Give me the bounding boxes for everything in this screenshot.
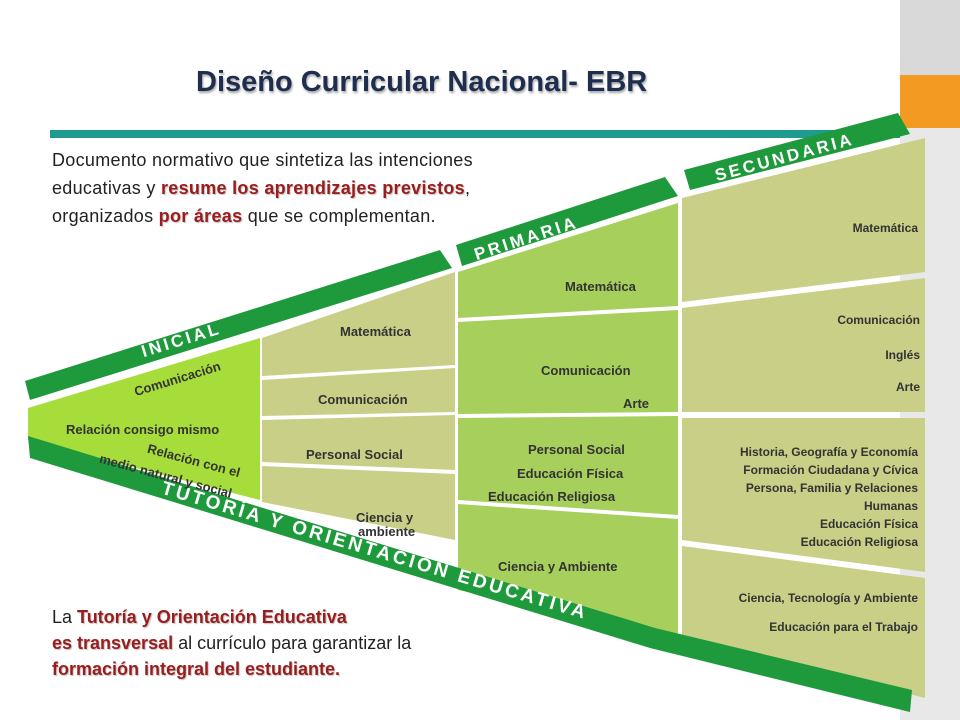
secundaria-area-trabajo: Educación para el Trabajo xyxy=(769,620,918,634)
footer-line-1: La Tutoría y Orientación Educativa xyxy=(52,604,411,630)
intro-line-2: educativas y resume los aprendizajes pre… xyxy=(52,174,473,202)
tutoria-band xyxy=(28,436,912,712)
col2-area-ciencia-2: ambiente xyxy=(358,524,416,539)
col2-area-matematica: Matemática xyxy=(340,324,411,339)
secundaria-band xyxy=(684,113,910,190)
secundaria-area-persona: Persona, Familia y Relaciones xyxy=(745,481,918,495)
secundaria-historia-block xyxy=(682,418,925,572)
secundaria-area-comunicacion: Comunicación xyxy=(837,313,920,327)
primaria-band xyxy=(456,177,678,266)
footer-highlight-3: formación integral del estudiante. xyxy=(52,659,341,679)
intro-line-2-a: educativas y xyxy=(52,178,161,198)
footer-highlight-1: Tutoría y Orientación Educativa xyxy=(77,607,347,627)
secundaria-area-humanas: Humanas xyxy=(863,499,918,513)
primaria-area-arte: Arte xyxy=(623,396,650,411)
secundaria-area-religiosa: Educación Religiosa xyxy=(800,535,918,549)
footer-line-2: es transversal al currículo para garanti… xyxy=(52,630,411,656)
intro-highlight-1: resume los aprendizajes previstos xyxy=(160,178,465,198)
footer-text: La Tutoría y Orientación Educativa es tr… xyxy=(52,604,411,682)
intro-line-3-a: organizados xyxy=(52,206,159,226)
intro-text: Documento normativo que sintetiza las in… xyxy=(52,146,473,230)
col2-area-comunicacion: Comunicación xyxy=(318,392,408,407)
col2-personal-block xyxy=(262,415,455,470)
secundaria-area-matematica: Matemática xyxy=(852,221,918,235)
inicial-block xyxy=(28,338,260,500)
col2-comunicacion-block xyxy=(262,368,455,416)
primaria-area-matematica: Matemática xyxy=(565,279,636,294)
primaria-comunicacion-block xyxy=(458,310,678,414)
inicial-area-relacion-mismo: Relación consigo mismo xyxy=(66,422,220,437)
intro-highlight-2: por áreas xyxy=(158,206,243,226)
secundaria-area-formacion: Formación Ciudadana y Cívica xyxy=(743,463,918,477)
primaria-personal-block xyxy=(458,416,678,515)
intro-line-1: Documento normativo que sintetiza las in… xyxy=(52,150,473,170)
intro-line-2-b: , xyxy=(465,178,471,198)
primaria-area-religiosa: Educación Religiosa xyxy=(488,489,616,504)
footer-line-1-a: La xyxy=(52,607,78,627)
footer-line-2-b: al currículo para garantizar la xyxy=(173,633,412,653)
intro-line-3-b: que se complementan. xyxy=(242,206,436,226)
primaria-area-personal: Personal Social xyxy=(528,442,625,457)
secundaria-area-arte: Arte xyxy=(895,380,920,394)
intro-line-3: organizados por áreas que se complementa… xyxy=(52,202,473,230)
secundaria-area-fisica: Educación Física xyxy=(819,517,918,531)
secundaria-ciencia-block xyxy=(682,546,925,698)
primaria-matematica-block xyxy=(458,203,678,318)
secundaria-comunicacion-block xyxy=(682,278,925,412)
secundaria-area-ingles: Inglés xyxy=(885,348,920,362)
page-title: Diseño Curricular Nacional- EBR xyxy=(196,66,648,98)
primaria-area-comunicacion: Comunicación xyxy=(541,363,631,378)
primaria-area-ciencia: Ciencia y Ambiente xyxy=(498,559,618,574)
title-rule xyxy=(50,130,900,138)
col2-matematica-block xyxy=(262,272,455,376)
col2-ciencia-block xyxy=(262,466,455,540)
col2-area-ciencia-1: Ciencia y xyxy=(356,510,414,525)
secundaria-area-historia: Historia, Geografía y Economía xyxy=(739,445,918,459)
sidebar-accent xyxy=(900,75,960,128)
secundaria-area-ciencia: Ciencia, Tecnología y Ambiente xyxy=(738,591,918,605)
col2-area-personal: Personal Social xyxy=(306,447,403,462)
primaria-area-fisica: Educación Física xyxy=(517,466,624,481)
footer-highlight-2: es transversal xyxy=(52,633,174,653)
footer-line-3: formación integral del estudiante. xyxy=(52,656,411,682)
primaria-ciencia-block xyxy=(458,504,678,635)
secundaria-matematica-block xyxy=(682,138,925,302)
inicial-band xyxy=(25,250,452,400)
